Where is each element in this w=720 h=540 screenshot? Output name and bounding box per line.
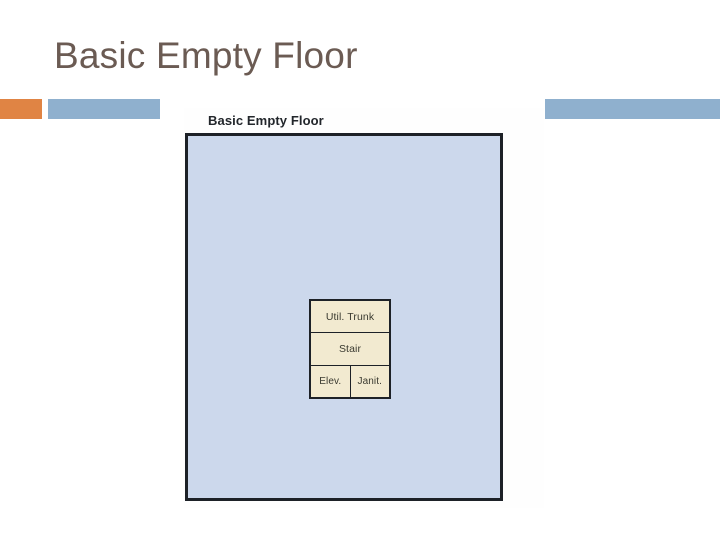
core-cell-stair: Stair xyxy=(311,333,389,365)
floor-plan-diagram[interactable]: Basic Empty Floor Util. Trunk Stair Elev… xyxy=(184,108,544,508)
page-title: Basic Empty Floor xyxy=(54,35,358,76)
core-label-stair: Stair xyxy=(338,342,362,355)
core-cell-elevator: Elev. xyxy=(311,365,351,397)
core-row-elevator-janitor: Elev. Janit. xyxy=(311,365,389,397)
accent-bar-blue-left xyxy=(48,99,160,119)
core-cell-janitor: Janit. xyxy=(350,365,389,397)
core-row-utility-trunk: Util. Trunk xyxy=(311,301,389,334)
core-cell-utility-trunk: Util. Trunk xyxy=(311,301,389,333)
floor-plan-outline: Util. Trunk Stair Elev. Janit. xyxy=(185,133,503,501)
core-service-block: Util. Trunk Stair Elev. Janit. xyxy=(309,299,391,399)
core-row-stair: Stair xyxy=(311,333,389,366)
accent-bar-orange xyxy=(0,99,42,119)
diagram-caption: Basic Empty Floor xyxy=(208,113,324,128)
accent-bar-blue-right xyxy=(545,99,720,119)
core-label-utility-trunk: Util. Trunk xyxy=(325,310,375,323)
core-label-elevator: Elev. xyxy=(319,375,342,387)
core-label-janitor: Janit. xyxy=(357,375,382,387)
